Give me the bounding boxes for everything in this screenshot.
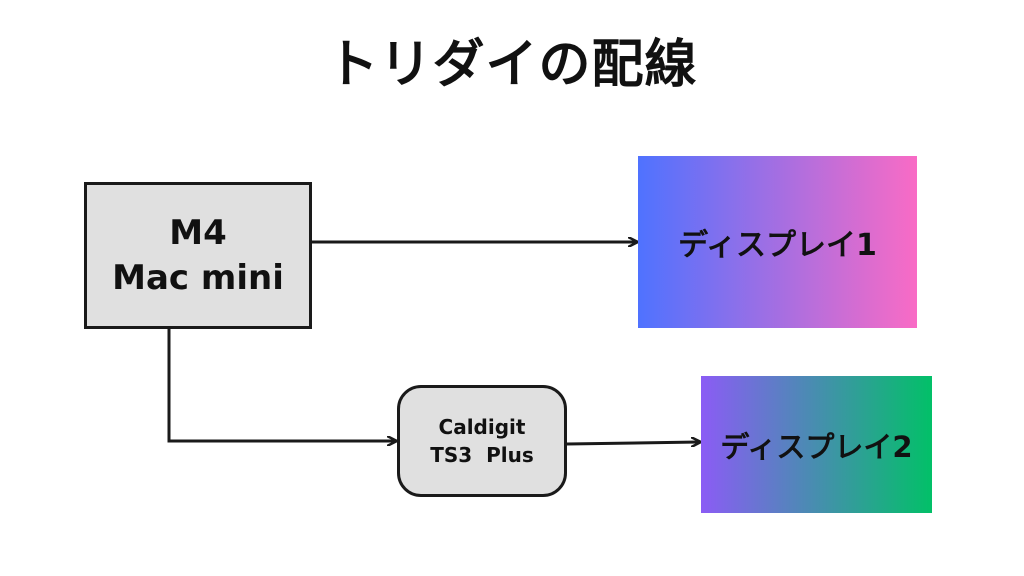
hub-line2: TS3 Plus <box>430 443 534 467</box>
display2-node: ディスプレイ2 <box>701 376 932 513</box>
hub-line1: Caldigit <box>438 415 526 439</box>
mac-mini-node: M4 Mac mini <box>84 182 312 329</box>
display2-label: ディスプレイ2 <box>720 429 913 464</box>
arrow-hub-to-display2 <box>566 442 699 444</box>
mac-line1: M4 <box>169 213 227 254</box>
display1-node: ディスプレイ1 <box>638 156 917 328</box>
arrow-mac-to-hub <box>167 329 395 441</box>
display1-label: ディスプレイ1 <box>678 228 877 263</box>
mac-line2: Mac mini <box>112 257 284 298</box>
caldigit-hub-node: Caldigit TS3 Plus <box>397 385 567 497</box>
diagram-title: トリダイの配線 <box>326 35 698 95</box>
